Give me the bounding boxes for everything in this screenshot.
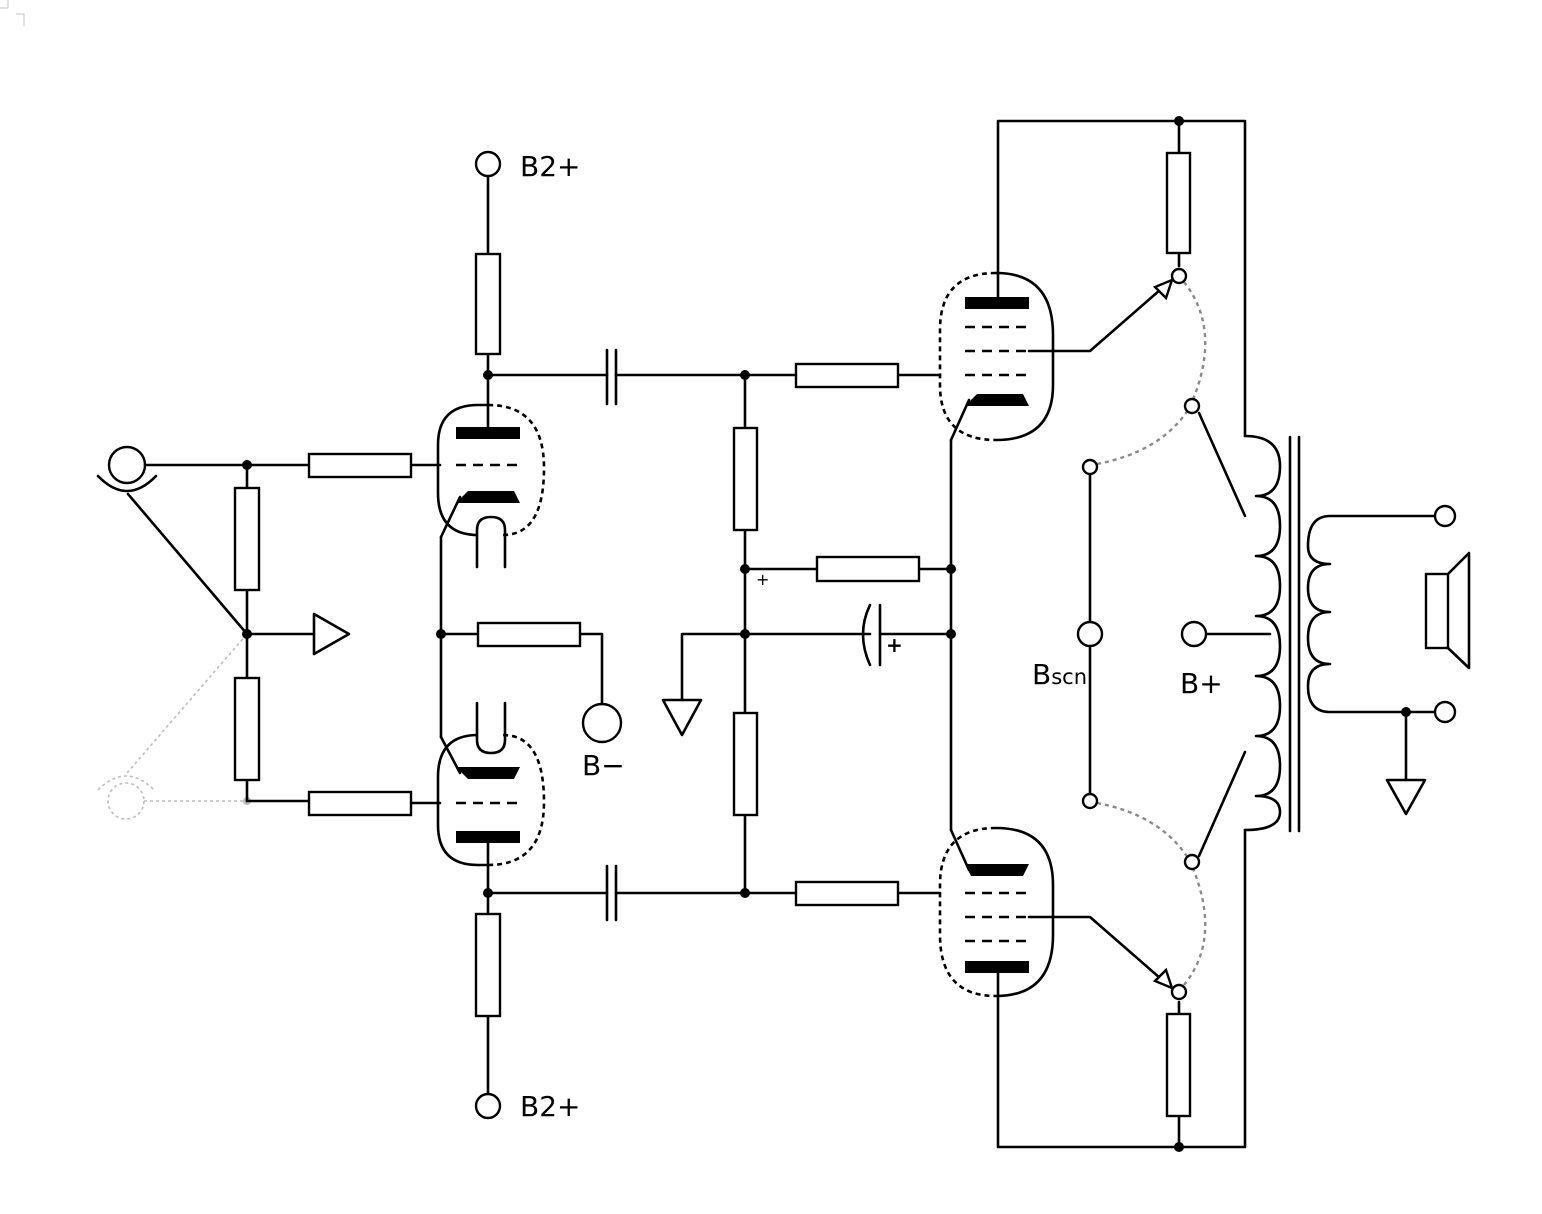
b2-plus-terminal-bottom — [474, 1092, 502, 1120]
power-grid-resistor-bottom — [794, 880, 900, 907]
grid-stopper-resistor-top — [307, 452, 413, 479]
input-bias-resistor-bottom — [233, 676, 261, 782]
b-screen-terminal — [1076, 620, 1104, 648]
switch-contact — [1183, 853, 1201, 871]
b2-plus-terminal-top — [474, 150, 502, 178]
ground-icon — [1385, 778, 1427, 816]
b-plus-label: B+ — [1180, 667, 1223, 700]
output-wiring — [949, 119, 1272, 1149]
junction-dot — [1174, 116, 1184, 126]
grid-leak-resistor-bottom — [732, 711, 759, 817]
junction-dot — [242, 460, 252, 470]
junction-dot — [740, 564, 750, 574]
grid-stopper-resistor-bottom — [307, 790, 413, 817]
b-screen-label: Bscn — [1032, 658, 1087, 691]
mode-switch-link-top-a — [1183, 281, 1207, 403]
speaker-icon — [1424, 551, 1471, 670]
output-terminal-top — [1433, 504, 1457, 528]
vacuum-tube-icon — [938, 271, 1055, 442]
output-terminal-bottom — [1433, 700, 1457, 724]
screen-resistor-top — [1165, 151, 1192, 255]
b-minus-label: B− — [582, 749, 625, 782]
junction-dot — [740, 370, 750, 380]
plate-resistor-top — [474, 252, 502, 356]
mode-switch-link-bottom-a — [1183, 865, 1207, 986]
b-plus-terminal — [1180, 620, 1208, 648]
switch-contact — [1183, 397, 1201, 415]
bias-wiring — [680, 373, 953, 895]
junction-dot — [1174, 1142, 1184, 1152]
vacuum-tube-icon — [938, 826, 1055, 998]
ground-icon — [661, 698, 703, 737]
corner-marks — [0, 0, 25, 26]
mode-switch-link-bottom-b — [1096, 801, 1190, 859]
vacuum-tube-icon — [436, 701, 546, 867]
input-bias-resistor-top — [233, 486, 261, 592]
junction-dot — [242, 629, 252, 639]
junction-dot — [483, 888, 493, 898]
coupling-capacitor-bottom — [605, 864, 747, 922]
node-polarity-mark: + — [756, 570, 769, 589]
power-grid-resistor-top — [794, 362, 900, 389]
b-minus-terminal — [581, 702, 623, 744]
b2-plus-label-bottom: B2+ — [520, 1090, 580, 1123]
ground-icon — [312, 612, 351, 656]
junction-dot — [436, 629, 446, 639]
junction-dot — [740, 629, 750, 639]
switch-contact — [1170, 267, 1188, 285]
vacuum-tube-icon — [436, 403, 546, 569]
input-jack-icon — [96, 445, 249, 636]
switch-contact — [1170, 983, 1188, 1001]
cap-polarity-mark: + — [886, 633, 903, 657]
grid-leak-resistor-top — [732, 426, 759, 532]
screen-resistor-bottom — [1165, 1012, 1192, 1118]
cathode-resistor — [815, 555, 921, 583]
input-ghost-jack — [97, 633, 251, 820]
plate-resistor-bottom — [474, 912, 502, 1018]
input-wiring — [143, 463, 442, 805]
mode-switch-link-top-b — [1096, 409, 1189, 466]
switch-contact — [1081, 792, 1099, 810]
junction-dot — [483, 370, 493, 380]
b2-plus-label-top: B2+ — [520, 150, 580, 183]
junction-dot — [740, 888, 750, 898]
transformer-icon — [1243, 434, 1436, 833]
coupling-capacitor-top — [605, 348, 747, 406]
cathode-bypass-capacitor — [861, 603, 882, 667]
arrow-top — [1152, 277, 1174, 301]
cathode-tail-resistor — [476, 621, 582, 648]
arrow-bottom — [1152, 967, 1174, 991]
switch-contact — [1081, 458, 1099, 476]
